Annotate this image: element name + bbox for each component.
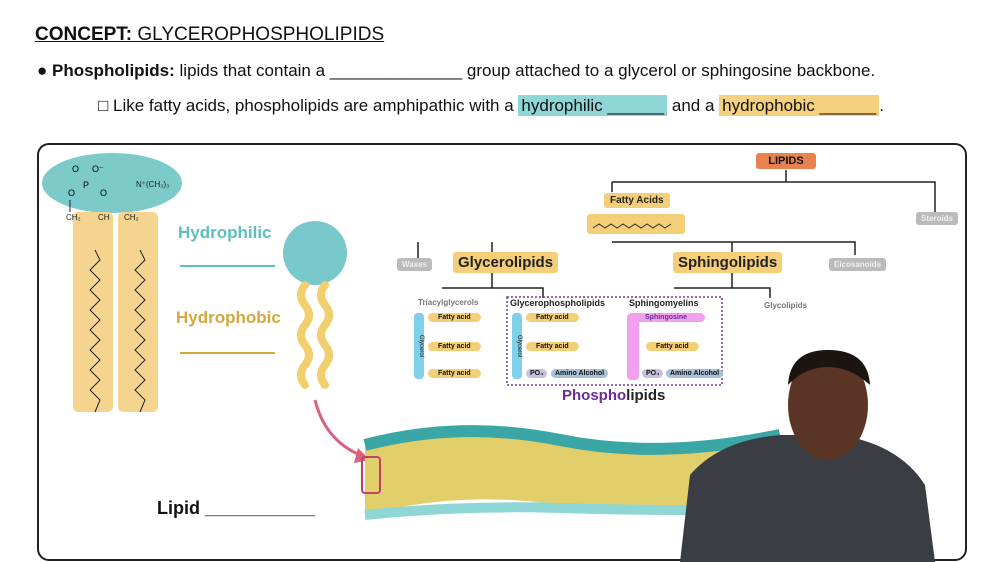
fatty-acid-chain: Fatty acid <box>526 342 579 351</box>
node-glycerolipids: Glycerolipids <box>453 252 559 273</box>
node-sphingolipids: Sphingolipids <box>673 252 783 273</box>
hydrophobic-label: Hydrophobic <box>176 308 281 327</box>
lipid-label: Lipid ___________ <box>157 498 316 518</box>
phospholipid-icon <box>283 221 370 463</box>
hydrophilic-label: Hydrophilic <box>178 223 272 242</box>
fatty-acid-chain: Fatty acid <box>428 369 481 378</box>
node-steroids: Steroids <box>916 212 959 225</box>
tree-lines <box>417 170 936 386</box>
node-lipids: LIPIDS <box>756 153 816 169</box>
fatty-acid-chain: Fatty acid <box>646 342 699 351</box>
hydrophobic-blank <box>180 352 275 354</box>
glycerol-backbone: Glycerol <box>414 313 424 379</box>
phosphate-group: PO₄ <box>526 369 548 378</box>
svg-text:P: P <box>83 180 89 190</box>
node-waxes: Waxes <box>397 258 433 271</box>
page-title: CONCEPT: GLYCEROPHOSPHOLIPIDS <box>35 24 385 45</box>
bullet-amphipathic: □ Like fatty acids, phospholipids are am… <box>98 95 884 116</box>
formula-n-group: N⁺(CH₃)₃ <box>136 180 170 189</box>
amino-alcohol: Amino Alcohol <box>551 369 609 378</box>
hydrophilic-blank <box>180 265 275 267</box>
glycerol-backbone: Glycerol <box>512 313 522 379</box>
node-fatty-acids: Fatty Acids <box>604 193 670 208</box>
svg-text:O: O <box>72 164 79 174</box>
phospholipid-structure: O O⁻P O O <box>42 153 182 413</box>
formula-ch: CH <box>98 213 110 222</box>
formula-ch2: CH₂ <box>124 213 139 222</box>
fatty-acid-structure <box>587 214 685 234</box>
presenter-video <box>680 350 935 562</box>
formula-ch2: CH₂ <box>66 213 81 222</box>
node-sphingomyelins: Sphingomyelins <box>629 298 699 308</box>
phosphate-group: PO₄ <box>642 369 664 378</box>
node-glycolipids: Glycolipids <box>764 301 808 310</box>
bullet-phospholipids: ● Phospholipids: lipids that contain a _… <box>37 61 876 80</box>
svg-text:O: O <box>68 188 75 198</box>
node-glycerophospholipids: Glycerophospholipids <box>510 298 606 308</box>
fatty-acid-chain: Fatty acid <box>428 313 481 322</box>
node-triacylglycerols: Triacylglycerols <box>418 298 479 307</box>
diagram-frame <box>37 143 967 561</box>
fatty-acid-chain: Fatty acid <box>428 342 481 351</box>
node-eicosanoids: Eicosanoids <box>829 258 887 271</box>
phospholipids-label: Phospholipids <box>562 387 666 404</box>
sphingosine-backbone <box>627 314 639 380</box>
svg-text:O⁻: O⁻ <box>92 164 104 174</box>
amino-alcohol: Amino Alcohol <box>666 369 724 378</box>
fatty-acid-chain: Fatty acid <box>526 313 579 322</box>
sphingosine: Sphingosine <box>627 313 705 322</box>
svg-text:O: O <box>100 188 107 198</box>
